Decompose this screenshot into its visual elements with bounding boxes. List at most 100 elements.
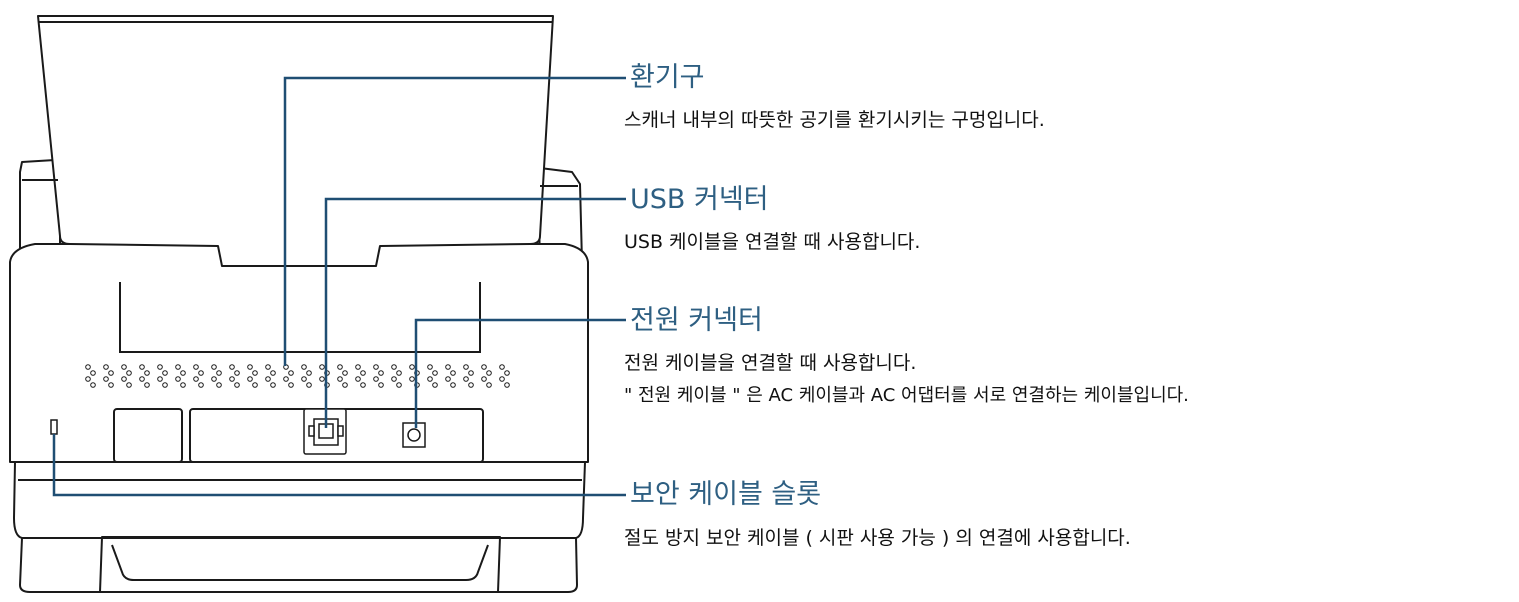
vent-hole xyxy=(409,364,415,370)
vent-hole xyxy=(216,382,222,388)
vent-hole xyxy=(85,364,91,370)
usb-connector-description: USB 케이블을 연결할 때 사용합니다. xyxy=(624,231,921,253)
usb-connector xyxy=(303,408,347,455)
stacker-tray xyxy=(99,536,501,593)
vent-hole xyxy=(463,364,469,370)
vent-hole xyxy=(193,364,199,370)
vent-hole xyxy=(360,370,366,376)
vent-hole xyxy=(445,364,451,370)
vent-hole xyxy=(103,376,109,382)
vent-hole xyxy=(355,376,361,382)
vent-hole xyxy=(481,364,487,370)
vent-hole xyxy=(427,364,433,370)
callout-line-vent xyxy=(283,76,626,366)
vent-hole xyxy=(432,370,438,376)
paper-chute xyxy=(37,15,554,267)
vent-hole xyxy=(283,376,289,382)
rear-panel-cover-left xyxy=(113,408,183,463)
vent-hole xyxy=(139,364,145,370)
vent-hole xyxy=(337,364,343,370)
vent-hole xyxy=(342,370,348,376)
vent-hole xyxy=(396,382,402,388)
vent-hole xyxy=(378,382,384,388)
vent-hole xyxy=(157,364,163,370)
vent-hole xyxy=(445,376,451,382)
vent-hole xyxy=(499,364,505,370)
power-connector-description-2: " 전원 케이블 " 은 AC 케이블과 AC 어댑터를 서로 연결하는 케이블… xyxy=(624,385,1189,406)
rear-paper-guide xyxy=(119,282,481,353)
vent-hole xyxy=(486,382,492,388)
vent-hole xyxy=(301,364,307,370)
vent-hole xyxy=(229,376,235,382)
vent-hole xyxy=(391,376,397,382)
vent-hole xyxy=(427,376,433,382)
vent-hole xyxy=(288,370,294,376)
vent-hole xyxy=(252,382,258,388)
vent-hole xyxy=(360,382,366,388)
security-slot xyxy=(50,419,58,435)
power-connector xyxy=(402,422,426,448)
vent-hole xyxy=(355,364,361,370)
vent-hole xyxy=(144,382,150,388)
vent-hole xyxy=(126,382,132,388)
vent-hole xyxy=(432,382,438,388)
vent-hole xyxy=(265,364,271,370)
vent-hole xyxy=(499,376,505,382)
vent-hole xyxy=(234,370,240,376)
vent-hole xyxy=(175,364,181,370)
vent-hole xyxy=(90,382,96,388)
vent-hole xyxy=(504,370,510,376)
vent-hole xyxy=(139,376,145,382)
vent-hole xyxy=(396,370,402,376)
vent-hole xyxy=(468,370,474,376)
stacker-inner xyxy=(111,544,489,581)
vent-hole xyxy=(378,370,384,376)
vent-hole xyxy=(144,370,150,376)
vent-hole xyxy=(450,370,456,376)
vent-hole xyxy=(319,364,325,370)
vent-hole xyxy=(481,376,487,382)
vent-hole xyxy=(85,376,91,382)
power-connector-title: 전원 커넥터 xyxy=(630,305,763,336)
vent-hole xyxy=(180,382,186,388)
vent-hole xyxy=(301,376,307,382)
vent-hole xyxy=(90,370,96,376)
vent-hole xyxy=(504,382,510,388)
vent-hole xyxy=(270,382,276,388)
vent-hole xyxy=(193,376,199,382)
security-slot-title: 보안 케이블 슬롯 xyxy=(630,479,822,510)
vent-hole xyxy=(486,370,492,376)
vent-hole xyxy=(103,364,109,370)
vent-hole xyxy=(373,364,379,370)
vent-hole xyxy=(247,364,253,370)
vent-hole xyxy=(216,370,222,376)
callout-line-usb xyxy=(324,197,626,428)
power-connector-description-1: 전원 케이블을 연결할 때 사용합니다. xyxy=(624,352,917,374)
vent-hole xyxy=(306,382,312,388)
vent-hole xyxy=(247,376,253,382)
vent-hole xyxy=(121,364,127,370)
vent-hole xyxy=(468,382,474,388)
vent-hole xyxy=(211,364,217,370)
vent-hole xyxy=(108,370,114,376)
vent-description: 스캐너 내부의 따뜻한 공기를 환기시키는 구멍입니다. xyxy=(624,109,1045,131)
vent-hole xyxy=(270,370,276,376)
vent-hole xyxy=(373,376,379,382)
vent-hole xyxy=(234,382,240,388)
vent-hole xyxy=(391,364,397,370)
vent-hole xyxy=(342,382,348,388)
usb-connector-title: USB 커넥터 xyxy=(630,184,769,215)
security-slot-description: 절도 방지 보안 케이블 ( 시판 사용 가능 ) 의 연결에 사용합니다. xyxy=(624,527,1131,549)
vent-hole xyxy=(306,370,312,376)
vent-hole-grid xyxy=(85,364,510,388)
vent-hole xyxy=(198,382,204,388)
vent-hole xyxy=(319,376,325,382)
vent-hole xyxy=(157,376,163,382)
vent-title: 환기구 xyxy=(630,62,705,93)
vent-hole xyxy=(463,376,469,382)
vent-hole xyxy=(162,370,168,376)
vent-hole xyxy=(175,376,181,382)
vent-hole xyxy=(162,382,168,388)
vent-hole xyxy=(288,382,294,388)
